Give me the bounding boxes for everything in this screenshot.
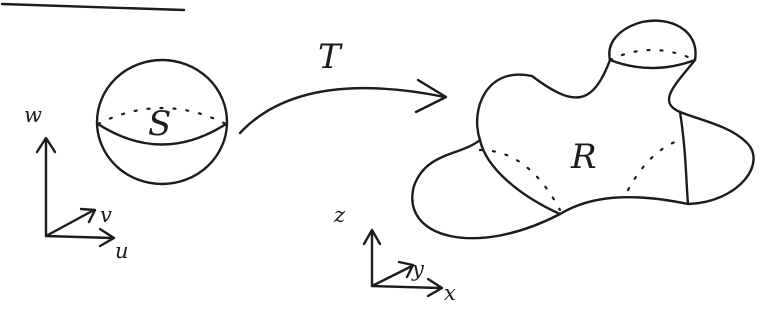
map-arrow: T: [238, 37, 448, 135]
top-left-stroke: [0, 2, 186, 12]
target-axes: z y x: [333, 203, 456, 305]
blob-outline: [411, 19, 755, 240]
y-axis: [370, 264, 414, 288]
w-arrowhead: [35, 136, 57, 154]
neck-rim-back: [608, 48, 697, 62]
neck-rim-front: [608, 58, 697, 70]
v-axis: [44, 208, 96, 238]
sphere-equator-back: [96, 106, 228, 126]
left-lobe-curve: [478, 138, 562, 216]
target-region-label: R: [570, 137, 597, 177]
u-axis-label: u: [115, 239, 129, 263]
z-axis-label: z: [333, 203, 346, 227]
u-axis: [44, 234, 114, 240]
inner-dotted-left: [478, 148, 562, 212]
x-arrowhead: [426, 277, 444, 298]
source-region: S: [95, 58, 229, 186]
source-region-label: S: [148, 104, 171, 144]
z-arrowhead: [362, 228, 382, 246]
target-region: R: [411, 19, 755, 240]
x-axis: [370, 284, 442, 290]
u-arrowhead: [98, 227, 116, 248]
x-axis-label: x: [444, 281, 456, 305]
map-label: T: [318, 37, 343, 77]
y-arrowhead: [397, 260, 415, 279]
map-arrow-curve: [238, 86, 447, 135]
sphere-outline: [95, 58, 229, 186]
v-axis-label: v: [100, 203, 112, 227]
w-axis-label: w: [24, 103, 42, 127]
y-axis-label: y: [411, 257, 425, 281]
inner-dotted-right: [626, 138, 682, 192]
v-arrowhead: [79, 207, 97, 224]
sphere-equator-front: [96, 122, 228, 146]
right-lobe-curve: [678, 110, 690, 206]
source-axes: w v u: [24, 103, 129, 263]
map-arrowhead: [414, 78, 448, 114]
